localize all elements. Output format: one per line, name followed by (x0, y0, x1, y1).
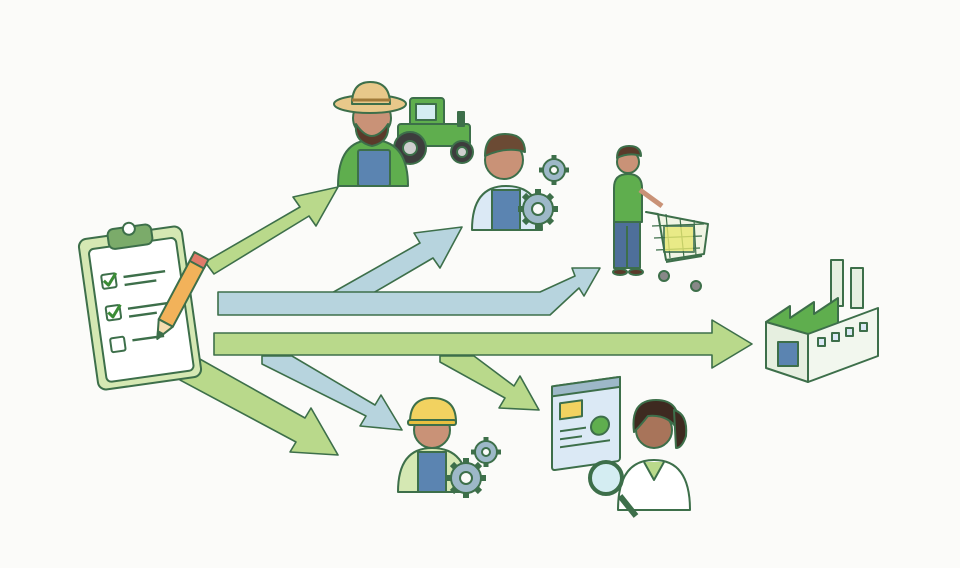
browser-window-icon (551, 375, 621, 472)
shopping-cart-icon (612, 145, 709, 292)
hardhat-worker-gears-icon (397, 397, 501, 498)
arrow-to-shopper (217, 267, 601, 316)
arrow-to-engineer (261, 355, 403, 431)
tractor-icon (393, 97, 474, 165)
arrow-to-factory (213, 319, 753, 369)
gear-icon (446, 458, 486, 498)
magnifier-icon (588, 460, 639, 518)
pencil-icon (156, 251, 210, 340)
gear-icon (518, 189, 558, 229)
worker-gears-icon (471, 133, 569, 231)
arrows (179, 186, 753, 456)
analyst-magnifier-icon (551, 375, 691, 518)
farmer-tractor-icon (333, 81, 474, 187)
factory-icon (765, 259, 879, 383)
arrow-to-technician (329, 226, 463, 297)
arrow-to-analyst (439, 355, 540, 411)
arrow-lower-left (179, 357, 339, 456)
gear-icon (471, 437, 501, 467)
arrow-to-farmer (204, 186, 339, 275)
gear-icon (539, 155, 569, 185)
clipboard-checklist-icon (77, 221, 210, 391)
